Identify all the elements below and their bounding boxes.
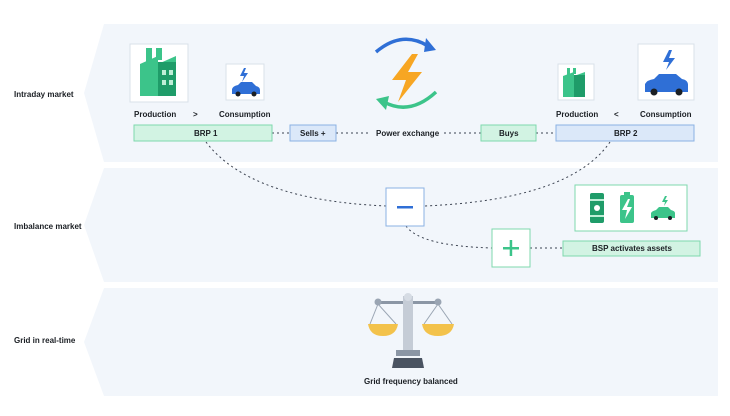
dash-brp1-to-minus [205,141,387,207]
battery-barrel-icon [590,193,604,223]
dash-brp2-to-minus [423,141,611,207]
ev-car-icon-right [637,43,695,101]
dash-minus-to-plus [405,225,493,249]
brp2-box [555,124,695,142]
factory-icon [129,43,189,103]
right-production-label: Production [556,110,598,119]
right-consumption-label: Consumption [640,110,692,119]
buys-label: Buys [499,129,519,138]
left-consumption-label: Consumption [219,110,271,119]
sells-label: Sells + [300,129,326,138]
ev-car-icon [225,63,265,101]
row-label-imbalance: Imbalance market [14,222,82,231]
grid-band [84,288,718,396]
left-production-label: Production [134,110,176,119]
left-arrow: > [193,110,198,119]
power-exchange-label: Power exchange [376,129,440,138]
sells-box [289,124,337,142]
plus-icon [491,228,531,268]
factory-icon-right [557,63,595,101]
row-label-grid: Grid in real-time [14,336,76,345]
brp2-label: BRP 2 [614,129,638,138]
grid-caption: Grid frequency balanced [364,377,458,386]
bsp-label: BSP activates assets [592,244,672,253]
minus-icon [385,187,425,227]
battery-icon [620,192,634,223]
balance-scale-icon [368,293,454,368]
right-arrow: < [614,110,619,119]
buys-box [480,124,537,142]
bsp-label-box [562,240,701,257]
row-label-intraday: Intraday market [14,90,74,99]
brp1-box [133,124,273,142]
brp1-label: BRP 1 [194,129,218,138]
ev-charging-icon [651,196,675,220]
power-exchange-icon [374,37,438,110]
